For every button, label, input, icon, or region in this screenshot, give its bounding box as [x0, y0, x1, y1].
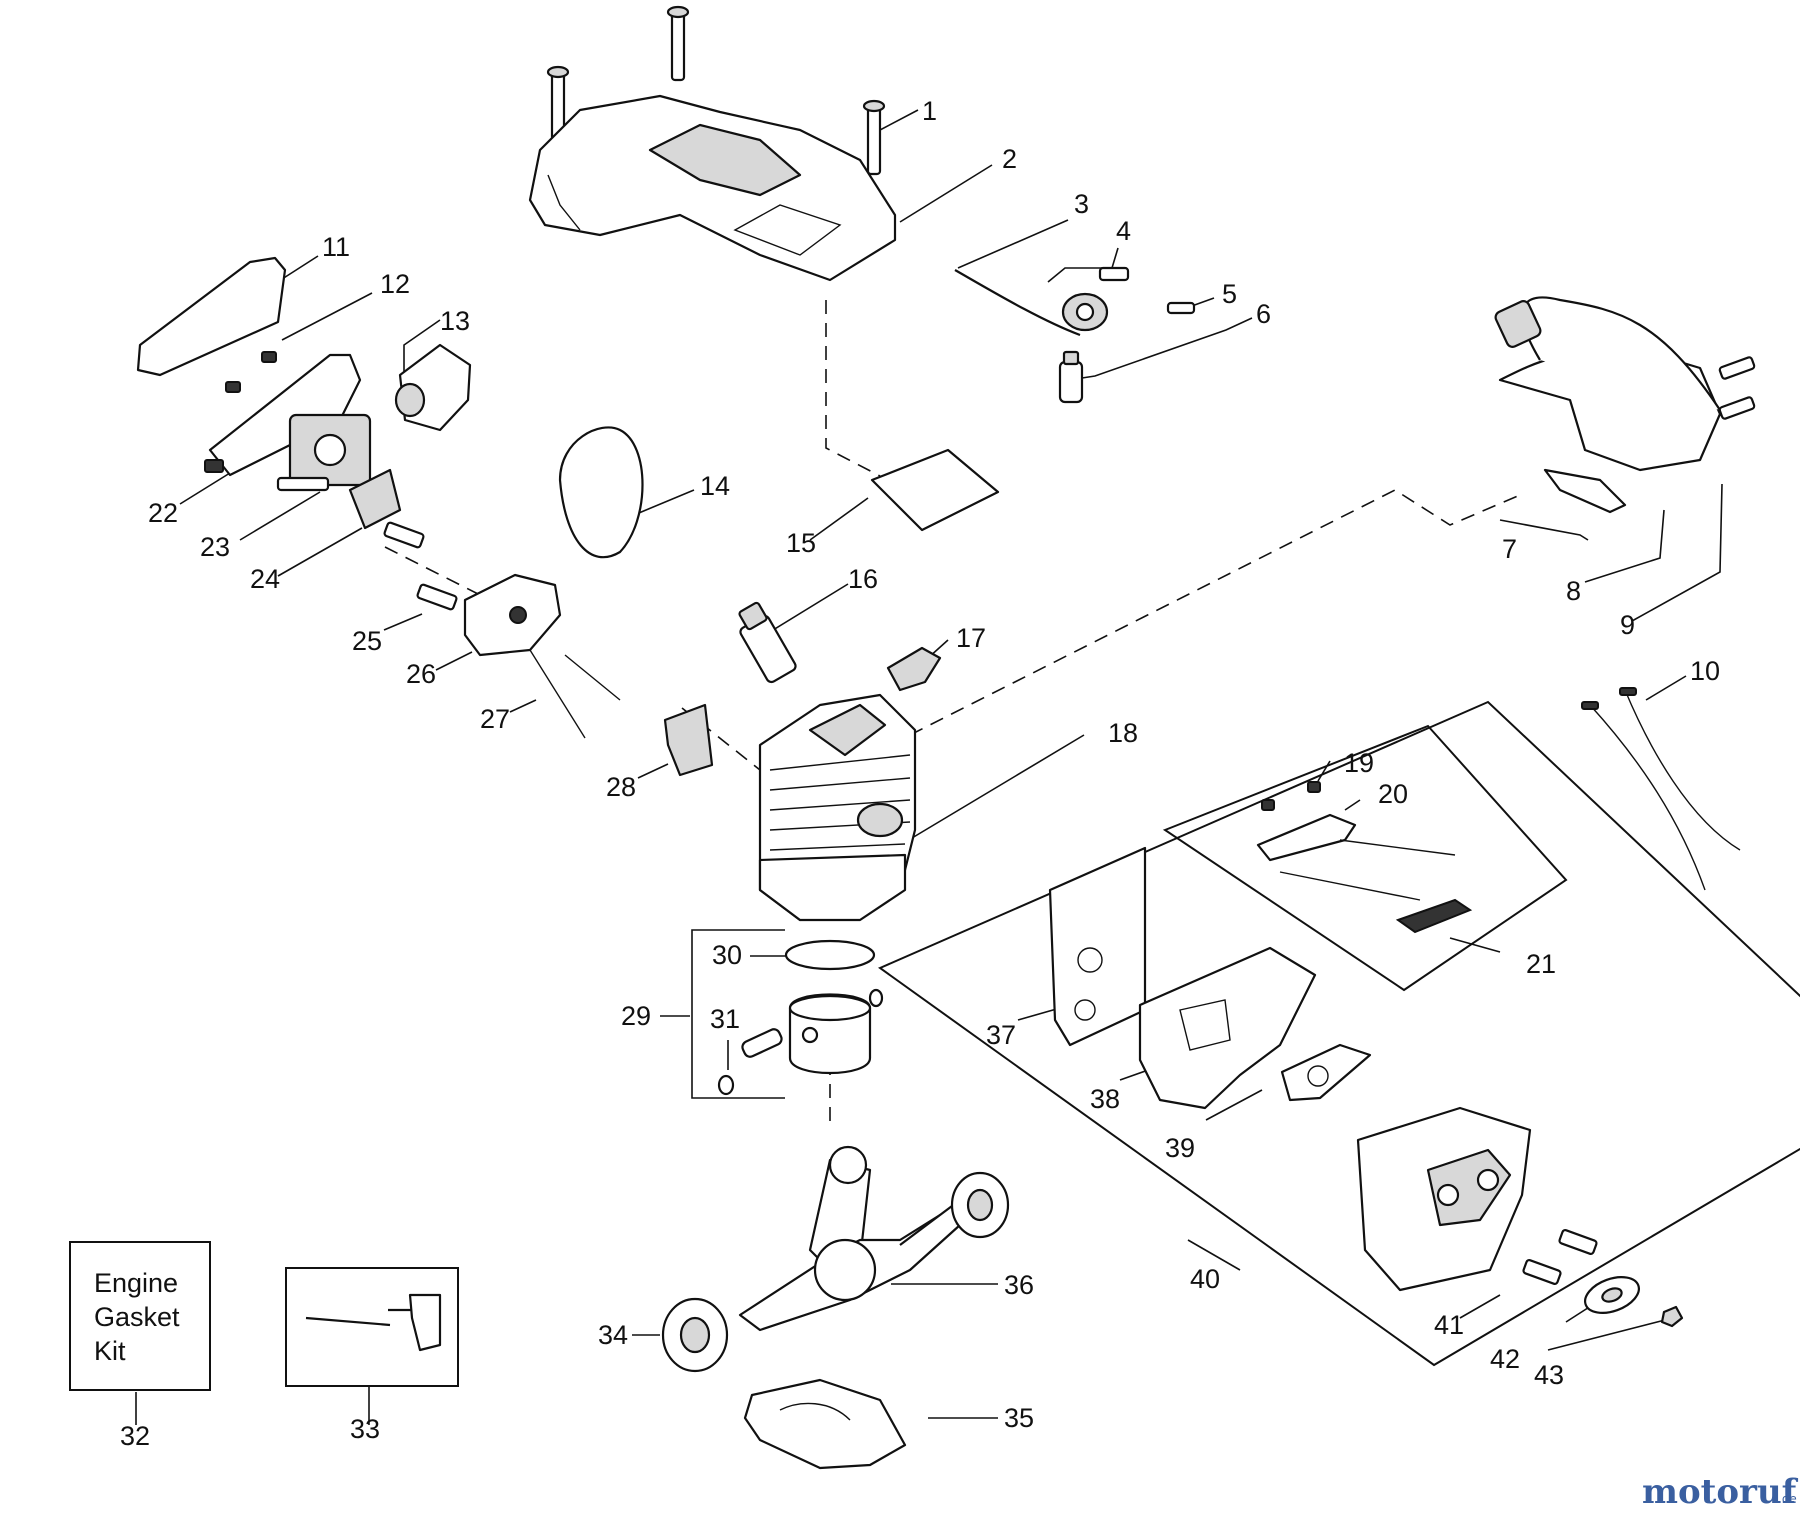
label-1: 1 — [922, 96, 937, 126]
label-21: 21 — [1526, 949, 1556, 979]
label-25: 25 — [352, 626, 382, 656]
carburetor-23 — [204, 351, 402, 530]
ignition-module-8 — [1494, 296, 1756, 514]
label-8: 8 — [1566, 576, 1581, 606]
screw-1 — [546, 5, 886, 176]
label-28: 28 — [606, 772, 636, 802]
label-42: 42 — [1490, 1344, 1520, 1374]
gasket-37 — [1048, 846, 1147, 1047]
label-36: 36 — [1004, 1270, 1034, 1300]
label-2: 2 — [1002, 144, 1017, 174]
label-34: 34 — [598, 1320, 628, 1350]
label-4: 4 — [1116, 216, 1131, 246]
label-17: 17 — [956, 623, 986, 653]
label-9: 9 — [1620, 610, 1635, 640]
spark-plug-16 — [738, 601, 797, 684]
label-15: 15 — [786, 528, 816, 558]
gasket-39 — [1280, 1043, 1372, 1102]
screw-5 — [1166, 301, 1196, 315]
cylinder-18 — [758, 693, 917, 922]
muffler-40 — [1356, 1106, 1532, 1292]
label-31: 31 — [710, 1004, 740, 1034]
label-39: 39 — [1165, 1133, 1195, 1163]
fuel-hose-3 — [954, 269, 1081, 337]
fuel-filter-6 — [1058, 350, 1084, 404]
label-12: 12 — [380, 269, 410, 299]
label-13: 13 — [440, 306, 470, 336]
crankshaft-36 — [738, 1145, 981, 1332]
label-16: 16 — [848, 564, 878, 594]
piston-bracket — [691, 929, 785, 1099]
plug-cap-17 — [886, 646, 942, 692]
wires-10 — [1581, 687, 1741, 891]
assembly-dashes — [384, 300, 1521, 1130]
label-18: 18 — [1108, 718, 1138, 748]
label-29: 29 — [621, 1001, 651, 1031]
label-27: 27 — [480, 704, 510, 734]
kit-box-line3: Kit — [94, 1336, 126, 1366]
label-37: 37 — [986, 1020, 1016, 1050]
filter-pad-11 — [136, 256, 287, 377]
label-22: 22 — [148, 498, 178, 528]
label-41: 41 — [1434, 1310, 1464, 1340]
label-19: 19 — [1344, 748, 1374, 778]
intake-13 — [394, 343, 472, 432]
top-cover-2 — [528, 94, 897, 282]
label-14: 14 — [700, 471, 730, 501]
gasket-sheet-15 — [870, 448, 1000, 532]
label-23: 23 — [200, 532, 230, 562]
watermark-text: motoruf — [1642, 1472, 1799, 1512]
intake-flange-26 — [383, 521, 714, 777]
callout-labels: 1 2 3 4 5 6 7 8 9 10 11 12 13 14 15 16 1… — [120, 96, 1720, 1451]
crankcase-35 — [743, 1378, 907, 1470]
watermark-suffix: .de — [1778, 1492, 1797, 1506]
heat-shield-38 — [1138, 946, 1317, 1110]
tool-box-33 — [285, 1267, 459, 1387]
label-30: 30 — [712, 940, 742, 970]
label-40: 40 — [1190, 1264, 1220, 1294]
watermark-logo: motoruf .de — [1642, 1472, 1799, 1512]
label-33: 33 — [350, 1414, 380, 1444]
label-24: 24 — [250, 564, 280, 594]
label-20: 20 — [1378, 779, 1408, 809]
label-3: 3 — [1074, 189, 1089, 219]
label-10: 10 — [1690, 656, 1720, 686]
label-43: 43 — [1534, 1360, 1564, 1390]
bearing-right — [950, 1171, 1010, 1239]
kit-box-32: Engine Gasket Kit — [69, 1241, 211, 1391]
rubber-ring-14 — [558, 426, 644, 559]
label-32: 32 — [120, 1421, 150, 1451]
spark-screen-20 — [1256, 781, 1473, 934]
muffler-frame — [877, 700, 1800, 1367]
piston-29 — [717, 939, 884, 1096]
kit-box-line2: Gasket — [94, 1302, 180, 1332]
label-11: 11 — [322, 232, 350, 262]
bearing-34 — [661, 1297, 729, 1373]
kit-box-line1: Engine — [94, 1268, 178, 1298]
label-6: 6 — [1256, 299, 1271, 329]
label-5: 5 — [1222, 279, 1237, 309]
fasteners-41-43 — [1522, 1229, 1684, 1328]
fuel-valve-4 — [1061, 266, 1130, 332]
watermark-main: motoruf — [1642, 1472, 1799, 1512]
label-35: 35 — [1004, 1403, 1034, 1433]
label-26: 26 — [406, 659, 436, 689]
label-7: 7 — [1502, 534, 1517, 564]
label-38: 38 — [1090, 1084, 1120, 1114]
